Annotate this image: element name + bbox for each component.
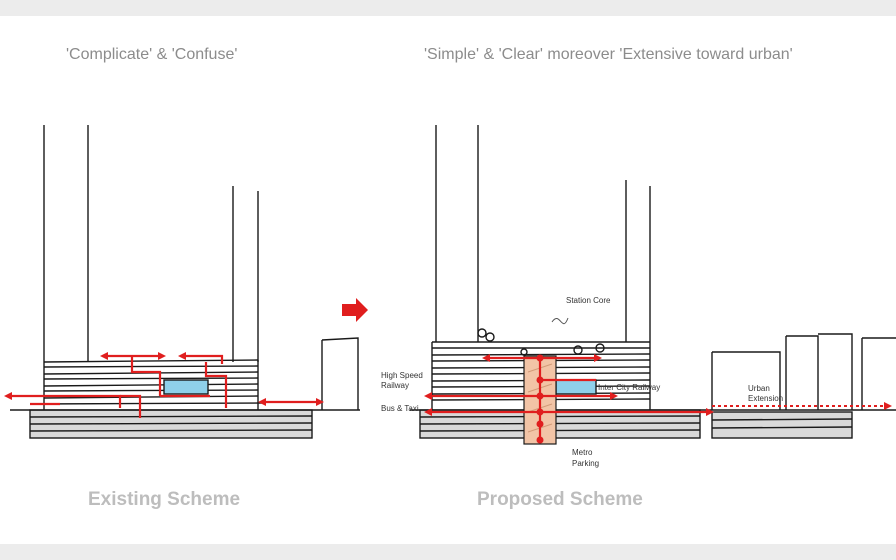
existing-scheme-sketch <box>10 125 360 439</box>
label-bus-taxi: Bus & Taxi <box>381 404 419 413</box>
label-parking: Parking <box>572 459 600 468</box>
proposed-route-arrowheads <box>424 354 892 416</box>
existing-heading: 'Complicate' & 'Confuse' <box>66 46 238 63</box>
existing-scheme-title: Existing Scheme <box>88 489 241 510</box>
existing-tower-right <box>232 186 259 362</box>
proposed-base <box>419 409 701 439</box>
existing-concourse-glass <box>163 379 209 395</box>
label-high-speed-line2: Railway <box>381 381 410 390</box>
existing-podium-floors <box>33 359 263 410</box>
station-core-leader <box>551 317 569 325</box>
label-metro: Metro <box>572 448 593 457</box>
station-core-nodes <box>536 354 544 444</box>
urban-extension-buildings <box>711 333 896 410</box>
label-urban-line1: Urban <box>748 384 770 393</box>
label-high-speed-line1: High Speed <box>381 371 423 380</box>
label-inter-city: Inter City Railway <box>598 383 661 392</box>
existing-adjacent-building <box>321 337 359 410</box>
existing-tower-left <box>43 125 89 362</box>
drawing-frame <box>0 16 896 544</box>
tree-icons <box>477 328 605 356</box>
existing-routes <box>8 354 320 418</box>
existing-base <box>29 409 313 439</box>
label-station-core: Station Core <box>566 296 611 305</box>
transition-arrow <box>342 298 368 322</box>
proposed-tower-right <box>625 180 651 342</box>
proposed-scheme-title: Proposed Scheme <box>477 489 643 510</box>
proposed-concourse-glass <box>555 379 597 395</box>
label-urban-line2: Extension <box>748 394 784 403</box>
existing-route-arrowheads <box>4 352 324 406</box>
proposed-heading: 'Simple' & 'Clear' moreover 'Extensive t… <box>424 46 793 63</box>
proposed-tower-left <box>435 125 479 342</box>
urban-extension-base <box>711 411 853 439</box>
